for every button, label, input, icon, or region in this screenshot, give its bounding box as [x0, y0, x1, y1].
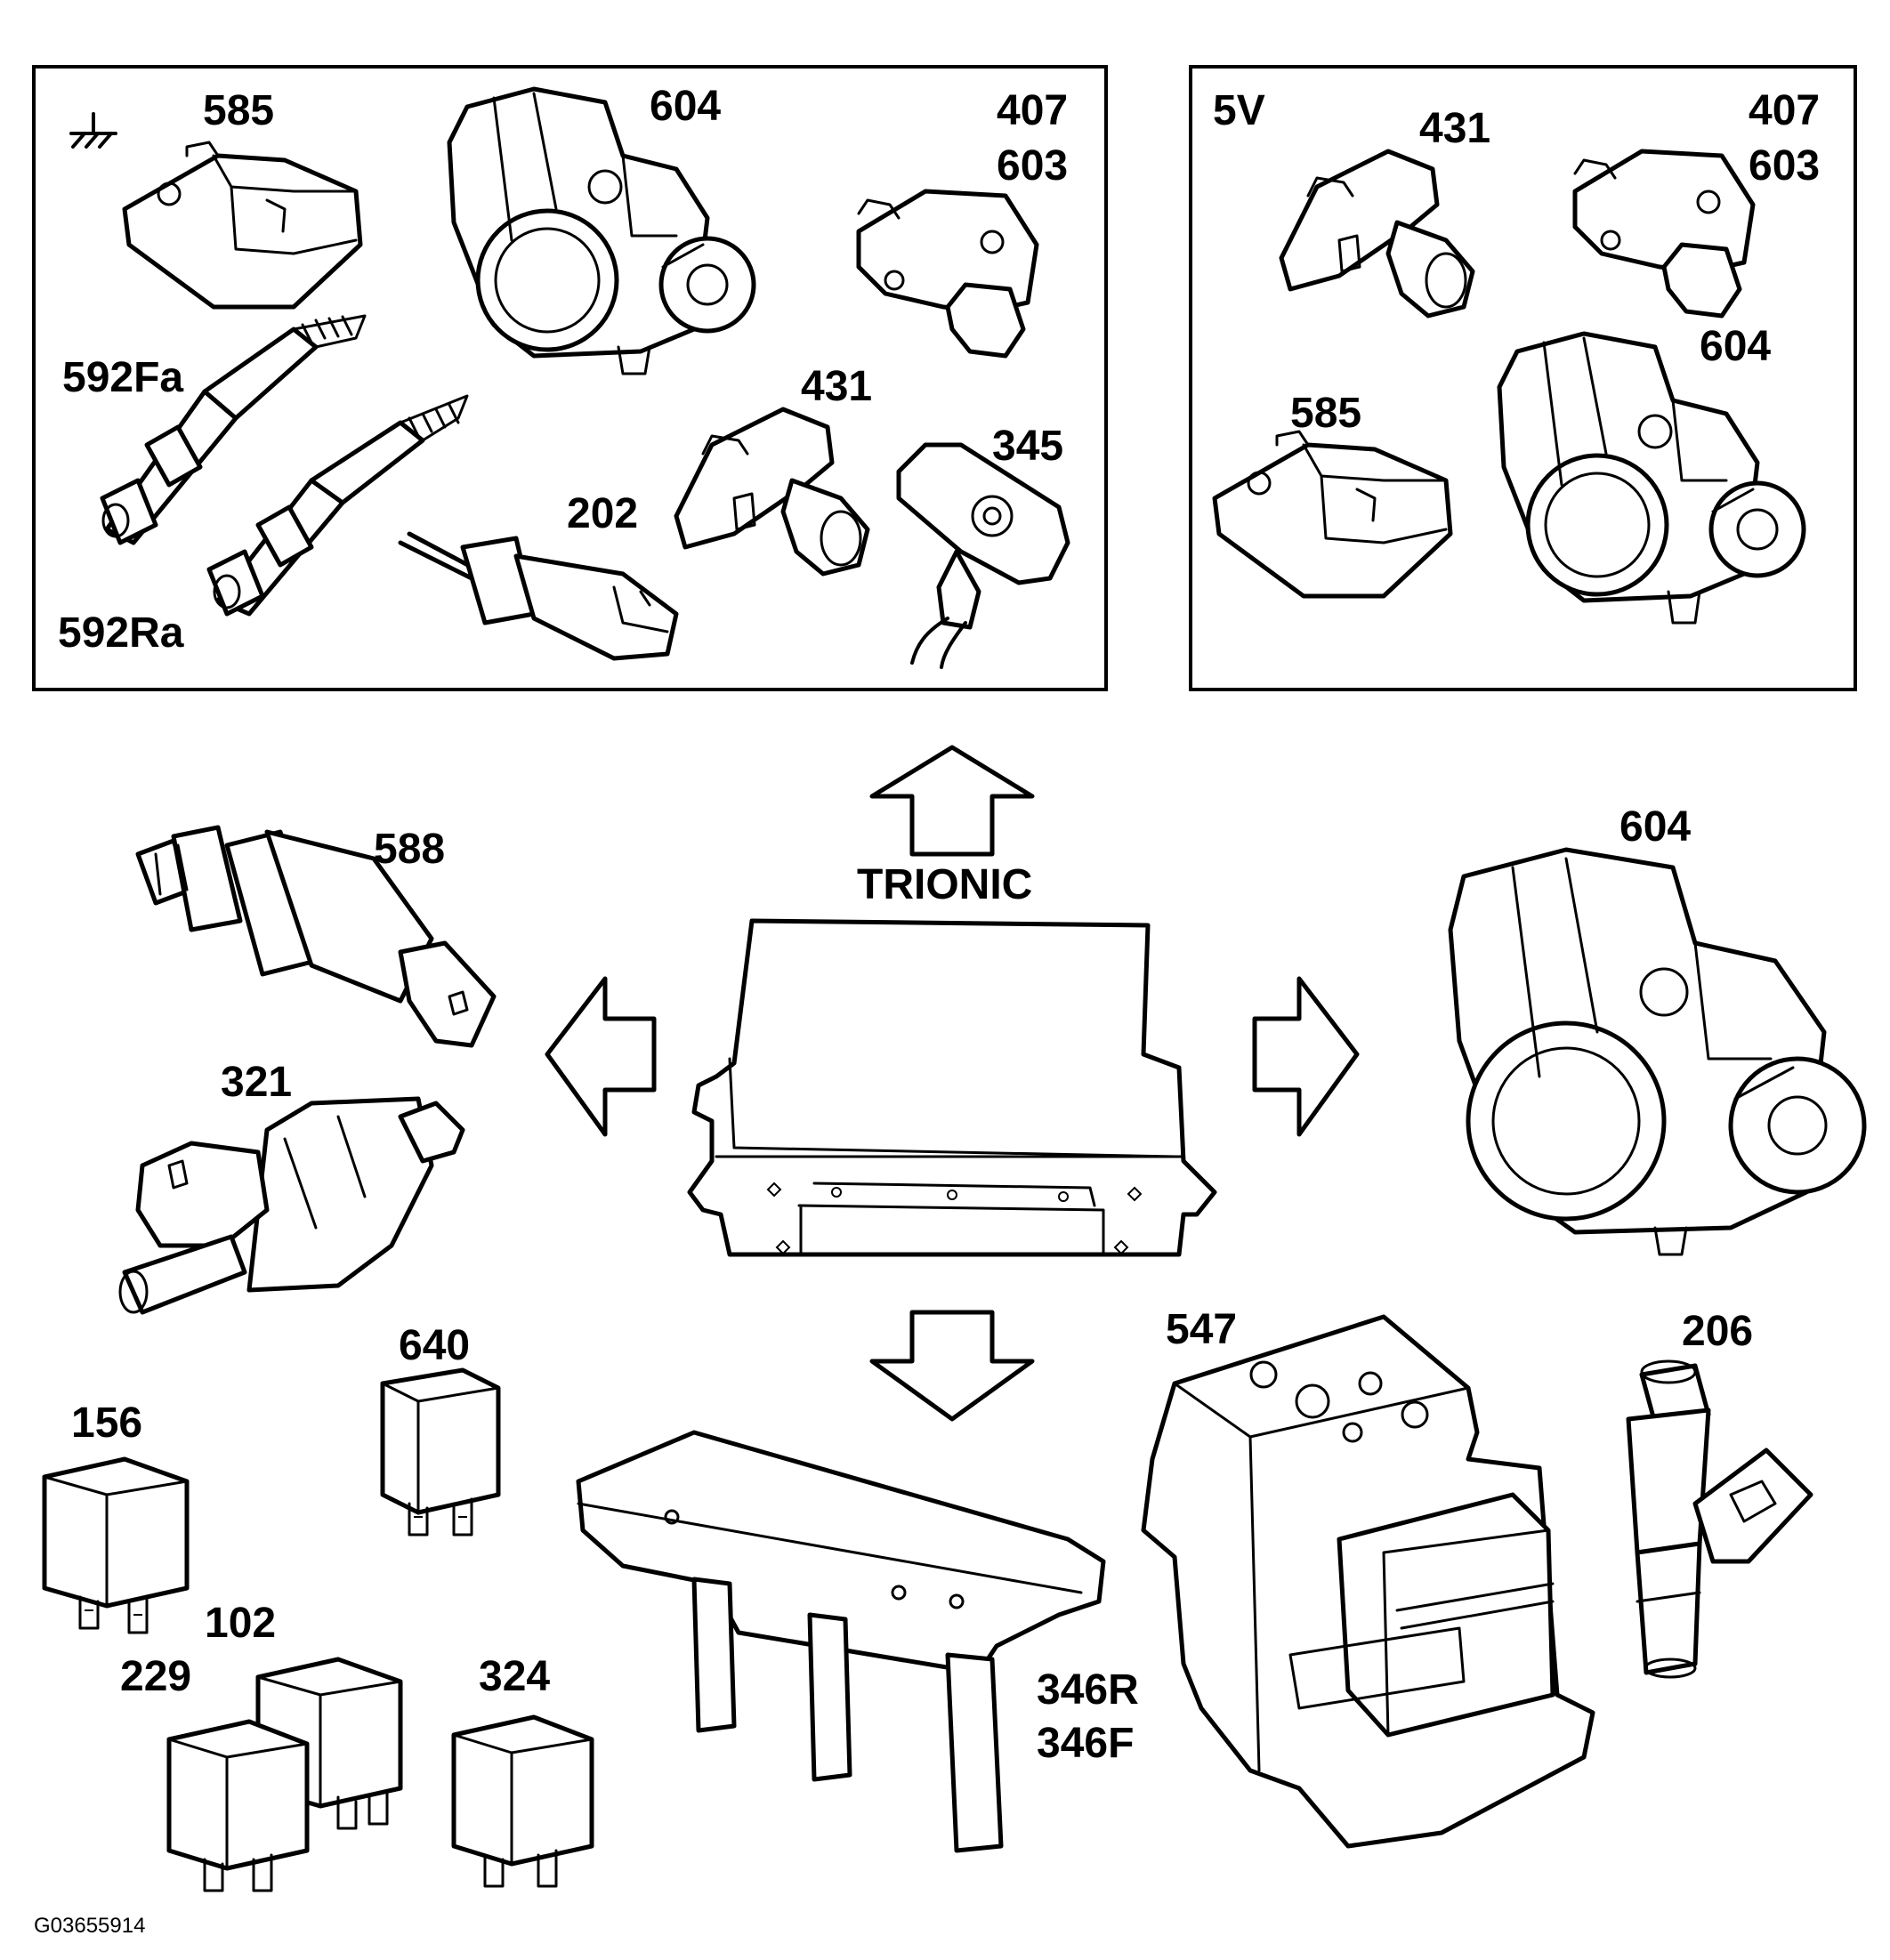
- trionic-label: TRIONIC: [857, 861, 1032, 908]
- component-229-relay: [166, 1719, 310, 1892]
- arrow-right: [1252, 976, 1360, 1137]
- label-547: 547: [1166, 1306, 1237, 1353]
- figure-id: G03655914: [34, 1914, 145, 1938]
- ground-panel-frame: [32, 65, 1108, 691]
- label-603-5v: 603: [1749, 142, 1820, 190]
- label-592fa: 592Fa: [62, 354, 183, 401]
- component-604-throttle-body: [447, 86, 756, 375]
- component-431-sensor: [674, 407, 870, 577]
- component-604-throttle-body-5v: [1497, 331, 1806, 625]
- label-346f: 346F: [1037, 1720, 1134, 1767]
- arrow-left: [545, 976, 657, 1137]
- label-604-5v: 604: [1700, 323, 1771, 370]
- label-407: 407: [997, 87, 1068, 134]
- label-229: 229: [120, 1653, 191, 1700]
- component-585-sensor: [122, 141, 363, 310]
- component-407-603-sensor: [856, 189, 1039, 359]
- component-324-relay: [451, 1714, 594, 1888]
- component-588-valve: [135, 825, 497, 1048]
- label-346r: 346R: [1037, 1666, 1139, 1714]
- label-585: 585: [203, 87, 274, 134]
- 5v-sensor-panel: 5V 431 407 603 604 585: [1189, 65, 1857, 691]
- label-206: 206: [1682, 1308, 1753, 1355]
- component-345-crank-sensor: [896, 442, 1070, 669]
- ground-sensor-panel: 585 604 407 603 592Fa 431 345 202 592Ra: [32, 65, 1108, 691]
- component-592fa-lambda-probe: [100, 314, 367, 545]
- label-156: 156: [71, 1399, 142, 1447]
- component-431-sensor-5v: [1279, 149, 1475, 319]
- label-604: 604: [650, 83, 721, 130]
- label-603: 603: [997, 142, 1068, 190]
- component-604-throttle-body-large: [1448, 847, 1867, 1256]
- component-321-valve: [118, 1096, 465, 1315]
- component-640-relay: [380, 1367, 501, 1537]
- label-640: 640: [399, 1322, 470, 1369]
- label-407-5v: 407: [1749, 87, 1820, 134]
- label-345: 345: [992, 423, 1063, 470]
- 5v-panel-frame: [1189, 65, 1857, 691]
- component-202-temperature-sensor: [398, 531, 679, 661]
- component-346-ignition-coil: [576, 1430, 1106, 1853]
- label-431-5v: 431: [1419, 105, 1490, 152]
- component-156-relay: [42, 1456, 190, 1634]
- label-5v: 5V: [1213, 87, 1265, 134]
- label-102: 102: [205, 1600, 276, 1647]
- label-588: 588: [374, 826, 445, 873]
- label-585-5v: 585: [1290, 390, 1361, 437]
- trionic-ecu: [687, 918, 1217, 1257]
- label-431: 431: [801, 363, 872, 410]
- label-202: 202: [567, 490, 638, 537]
- label-324: 324: [479, 1653, 550, 1700]
- label-592ra: 592Ra: [58, 609, 184, 657]
- label-604-large: 604: [1619, 803, 1691, 851]
- component-585-sensor-5v: [1212, 430, 1453, 599]
- arrow-down: [869, 1310, 1035, 1422]
- component-206-injector: [1626, 1359, 1813, 1679]
- ground-symbol-icon: [69, 112, 117, 149]
- component-547-hydraulic-unit: [1141, 1314, 1595, 1849]
- component-407-603-sensor-5v: [1572, 149, 1756, 319]
- component-592ra-lambda-probe: [206, 394, 469, 617]
- label-321: 321: [221, 1059, 292, 1106]
- arrow-up: [869, 745, 1035, 857]
